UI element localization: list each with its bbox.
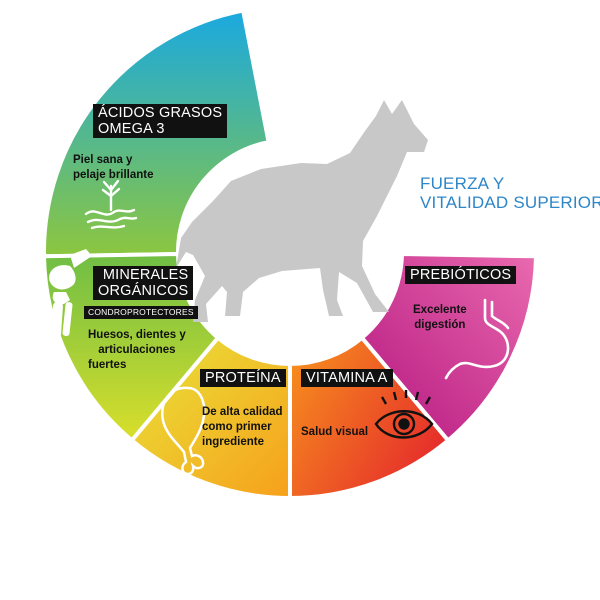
vitamina-desc-line-1: Salud visual [301,426,369,438]
omega-title-line-1: ÁCIDOS GRASOS [98,105,223,121]
vitamina-description: Salud visual [301,425,368,440]
minerales-desc-line-2: articulaciones [98,344,176,356]
minerales-desc-line-1: Huesos, dientes y [88,329,186,341]
prebioticos-title-line-1: PREBIÓTICOS [410,267,512,283]
omega-desc-line-1: Piel sana y [73,154,133,166]
tagline-line-1: FUERZA Y [420,174,505,193]
proteina-desc-line-3: ingrediente [202,436,264,448]
proteina-desc-line-2: como primer [202,421,272,433]
minerales-desc-line-3: fuertes [88,359,127,371]
tagline: FUERZA Y VITALIDAD SUPERIOR [420,174,600,212]
dog-silhouette-icon [176,100,428,322]
stomach-icon [444,298,510,380]
prebioticos-title: PREBIÓTICOS [405,266,517,284]
proteina-title: PROTEÍNA [200,369,286,387]
omega-title: ÁCIDOS GRASOS OMEGA 3 [93,104,228,138]
skin-hair-icon [84,179,138,230]
segment-prebioticos [359,251,539,444]
minerales-description: Huesos, dientes y articulaciones fuertes [88,328,186,373]
chicken-leg-icon [161,386,206,476]
proteina-description: De alta calidad como primer ingrediente [202,405,283,450]
prebioticos-description: Excelente digestión [413,303,467,333]
minerales-subtitle: CONDROPROTECTORES [84,306,198,319]
minerales-title: MINERALES ORGÁNICOS [93,266,194,300]
proteina-title-line-1: PROTEÍNA [205,370,281,386]
minerales-title-line-2: ORGÁNICOS [98,283,189,299]
omega-description: Piel sana y pelaje brillante [73,153,154,183]
omega-title-line-2: OMEGA 3 [98,121,165,137]
knee-joint-icon [49,249,92,339]
minerales-title-line-1: MINERALES [102,267,189,283]
vitamina-title-line-1: VITAMINA A [306,370,388,386]
proteina-desc-line-1: De alta calidad [202,406,283,418]
omega-desc-line-2: pelaje brillante [73,169,154,181]
prebioticos-desc-line-2: digestión [414,319,466,331]
eye-icon [374,390,434,439]
prebioticos-desc-line-1: Excelente [413,304,467,316]
vitamina-title: VITAMINA A [301,369,393,387]
tagline-line-2: VITALIDAD SUPERIOR [420,193,600,212]
